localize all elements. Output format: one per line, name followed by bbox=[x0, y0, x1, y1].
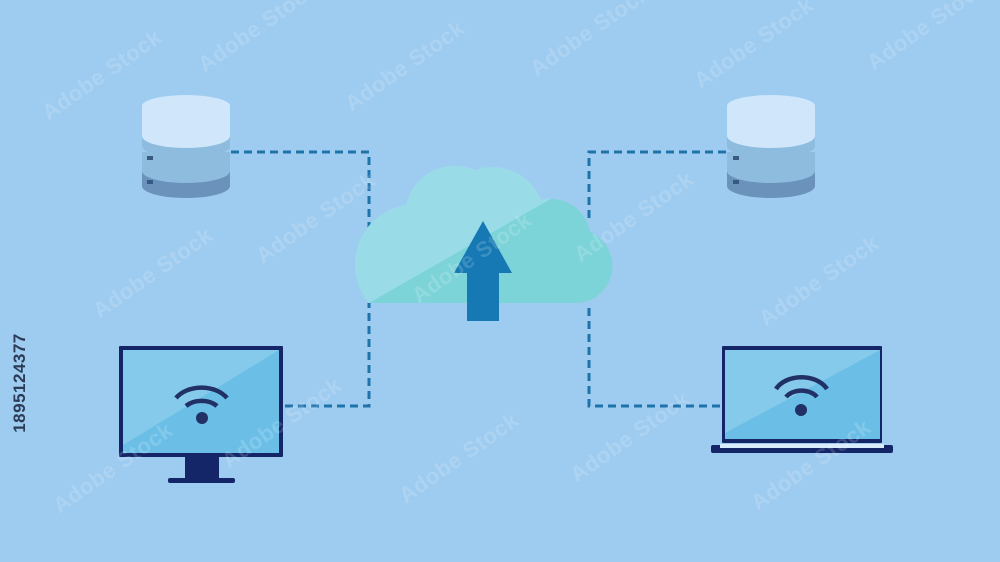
wifi-icon bbox=[774, 375, 829, 416]
wifi-dot bbox=[196, 412, 208, 424]
connector-left-monitor bbox=[285, 303, 371, 408]
laptop-base-top bbox=[720, 444, 884, 448]
database-icon-right bbox=[727, 95, 815, 198]
wifi-outer-arc bbox=[174, 385, 229, 400]
cloud-upload-icon bbox=[354, 165, 613, 321]
wifi-dot bbox=[795, 404, 807, 416]
cloud-shade bbox=[369, 165, 613, 304]
monitor-base bbox=[168, 478, 235, 483]
laptop-screen bbox=[725, 350, 880, 439]
connector-right-database bbox=[587, 150, 726, 220]
monitor-neck bbox=[185, 456, 219, 478]
wifi-middle-arc bbox=[184, 398, 219, 408]
upload-arrow-stem bbox=[467, 272, 499, 321]
wifi-icon bbox=[174, 385, 229, 424]
database-icon-left bbox=[142, 95, 230, 198]
connector-right-laptop bbox=[587, 303, 720, 408]
upload-arrow-head bbox=[454, 221, 512, 273]
wifi-middle-arc bbox=[784, 388, 819, 399]
monitor-screen-shine bbox=[123, 350, 279, 445]
dashed-connectors bbox=[231, 150, 726, 408]
stock-id-label: 1895124377 bbox=[10, 333, 29, 433]
wifi-outer-arc bbox=[774, 375, 829, 391]
laptop-icon bbox=[711, 346, 893, 453]
desktop-monitor-icon bbox=[119, 346, 283, 483]
connector-left-database bbox=[231, 150, 371, 230]
